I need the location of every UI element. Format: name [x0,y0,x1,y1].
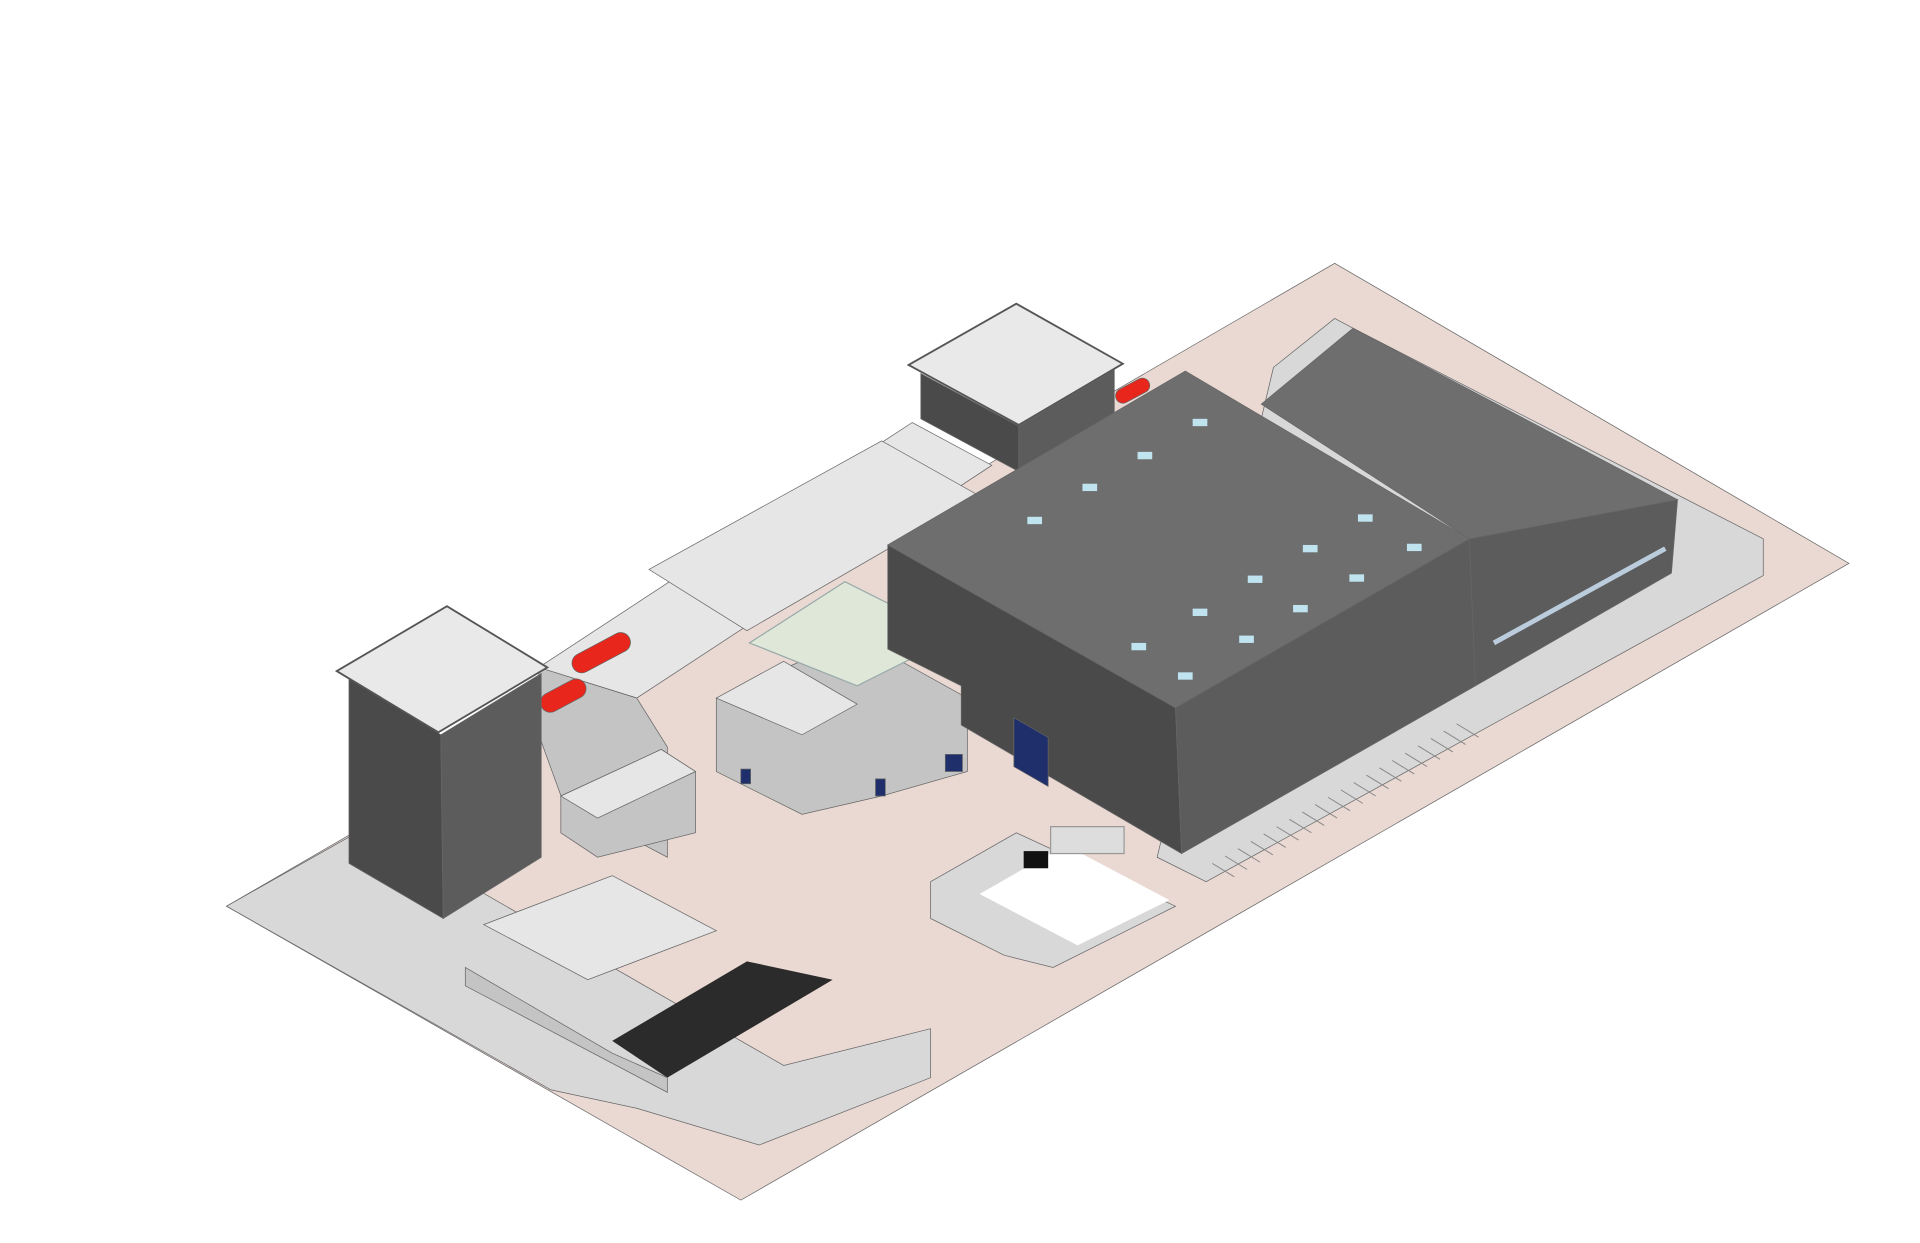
hall-door [1013,717,1049,788]
parking-line [1237,848,1261,863]
generator-unit [1023,851,1049,869]
door [875,778,886,797]
container-unit [1050,826,1125,855]
skylight [1137,451,1153,460]
plant-room-top [715,660,858,736]
skylight [1406,543,1422,552]
parking-bays [1211,723,1479,878]
skylights [1027,418,1422,680]
skylight [1192,418,1208,427]
skylight [1192,608,1208,616]
parking-line [1404,752,1428,768]
top-tower-roof [906,302,1125,427]
parking-line [1289,818,1312,834]
parking-line [1276,826,1299,841]
low-block-top [560,749,697,819]
skylight [1293,604,1308,613]
parking-line [1211,862,1235,878]
skylight [1131,642,1147,651]
parking-line [1456,723,1479,738]
skylight [1027,516,1043,525]
door [740,768,751,785]
paving-left [225,826,931,1146]
fuel-tanks [540,377,1151,713]
second-hall-roof [1260,327,1679,540]
skylight [1082,483,1098,492]
canopy-pit [612,961,833,1078]
left-tower-roof [334,605,550,734]
window-band [1492,546,1667,646]
parking-line [1430,738,1454,753]
parking-line [1443,730,1466,745]
parking-line [1250,840,1274,856]
parking-line [1417,745,1441,760]
parking-line [1366,774,1389,790]
parking-line [1327,796,1351,812]
parking-line [1301,811,1325,826]
parking-line [1263,833,1286,848]
canopy-base [464,966,668,1093]
door [944,754,963,772]
parking-line [1379,767,1402,782]
parking-line [1340,789,1364,804]
skylight [1349,574,1365,582]
canopy-roof [482,875,718,981]
parking-line [1314,804,1338,819]
skylight [1177,672,1193,680]
skylight [1247,575,1263,583]
skylight [1357,514,1373,522]
skylight [1239,635,1254,643]
parking-line [1391,760,1415,775]
loading-pad [979,844,1170,946]
parking-line [1353,782,1376,797]
left-tower-right-face [440,672,542,920]
skylight [1302,544,1318,553]
parking-line [1224,855,1248,870]
